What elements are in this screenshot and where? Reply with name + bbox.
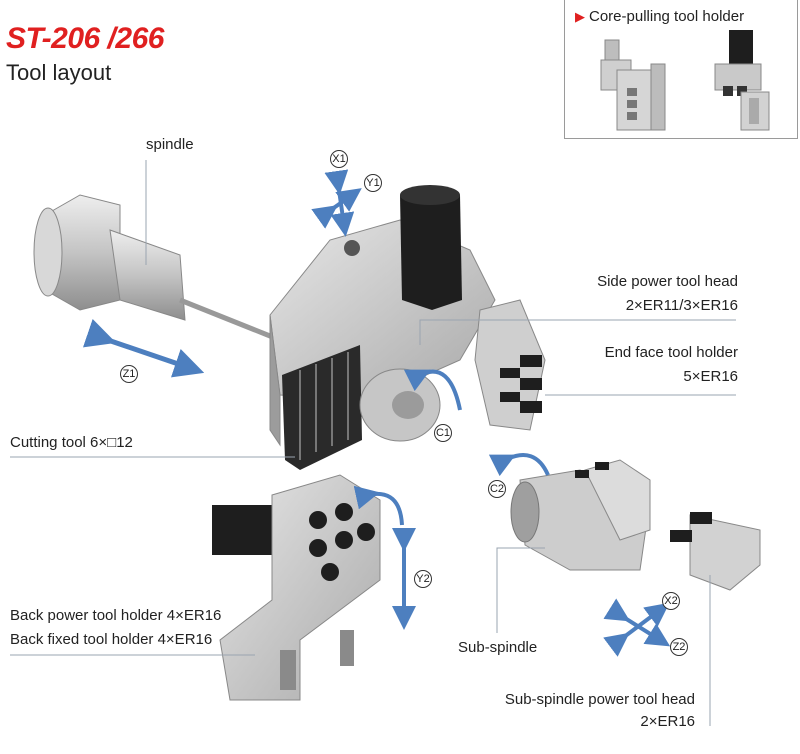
core-pulling-illustration [600, 30, 770, 131]
motion-arrows [82, 169, 671, 657]
label-back-power: Back power tool holder 4×ER16 [10, 607, 222, 624]
page-title: ST-206 /266 [6, 22, 164, 55]
label-sub-power-spec: 2×ER16 [640, 713, 695, 730]
label-side-power-spec: 2×ER11/3×ER16 [625, 297, 738, 314]
axis-z1-marker: Z1 [120, 365, 138, 383]
label-cutting-tool: Cutting tool 6×□12 [10, 434, 133, 451]
label-back-fixed: Back fixed tool holder 4×ER16 [10, 631, 213, 648]
sub-spindle-shape [510, 459, 761, 591]
label-end-face-title: End face tool holder [604, 344, 738, 361]
leader-lines [10, 160, 736, 726]
label-sub-power-title: Sub-spindle power tool head [504, 691, 695, 708]
inset-title-text: Core-pulling tool holder [589, 8, 745, 25]
triangle-icon: ▶ [575, 9, 585, 24]
axis-x1-marker: X1 [330, 150, 348, 168]
core-pulling-inset: ▶ Core-pulling tool holder [564, 0, 798, 139]
axis-y1-marker: Y1 [364, 174, 382, 192]
axis-c2-marker: C2 [488, 480, 506, 498]
spindle-shape [33, 194, 281, 343]
axis-y2-marker: Y2 [414, 570, 432, 588]
label-sub-spindle: Sub-spindle [458, 639, 538, 656]
label-spindle: spindle [146, 136, 194, 153]
axis-c1-marker: C1 [434, 424, 452, 442]
label-side-power-title: Side power tool head [597, 273, 738, 290]
label-end-face-spec: 5×ER16 [683, 368, 738, 385]
turret-body-shape [269, 185, 546, 470]
axis-x2-marker: X2 [662, 592, 680, 610]
back-tool-holder-shape [212, 474, 381, 701]
axis-z2-marker: Z2 [670, 638, 688, 656]
inset-title: ▶ Core-pulling tool holder [575, 8, 744, 25]
page-subtitle: Tool layout [6, 60, 112, 85]
